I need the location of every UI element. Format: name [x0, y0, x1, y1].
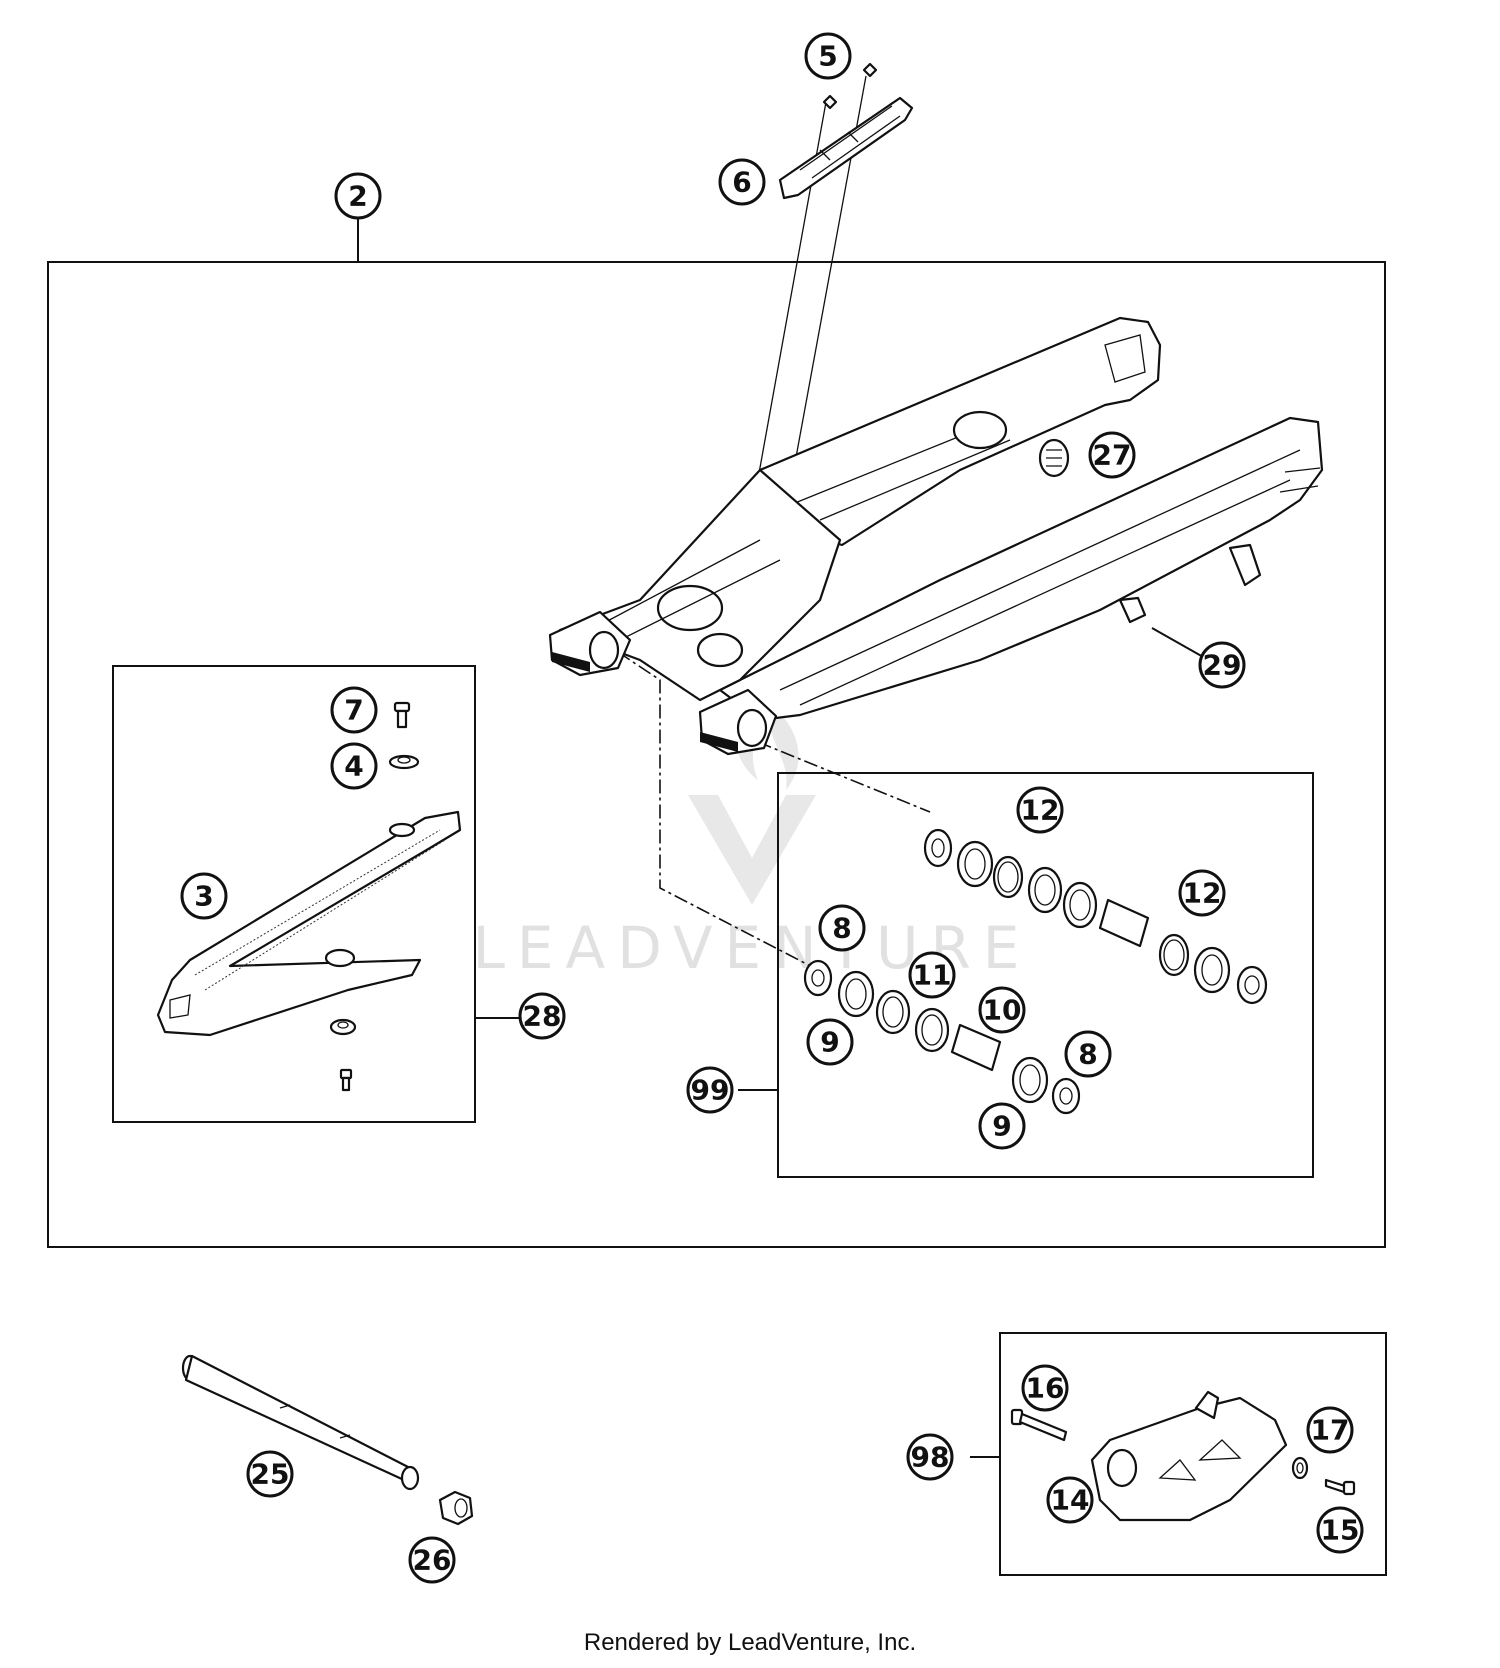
callout-14[interactable]: 14	[1046, 1476, 1094, 1524]
screw-15-part	[1324, 1478, 1356, 1496]
svg-text:16: 16	[1026, 1372, 1065, 1405]
svg-text:8: 8	[1078, 1038, 1097, 1071]
callout-8a[interactable]: 8	[818, 904, 866, 952]
svg-text:2: 2	[348, 180, 367, 213]
pivot-shaft-part	[181, 1354, 420, 1491]
callout-6[interactable]: 6	[718, 158, 766, 206]
callout-9a[interactable]: 9	[806, 1018, 854, 1066]
callout-98[interactable]: 98	[906, 1433, 954, 1481]
callout-17[interactable]: 17	[1306, 1406, 1354, 1454]
callout-12b[interactable]: 12	[1178, 869, 1226, 917]
svg-text:8: 8	[832, 912, 851, 945]
svg-text:7: 7	[344, 694, 363, 727]
callout-2[interactable]: 2	[334, 172, 382, 220]
svg-text:99: 99	[691, 1074, 730, 1107]
screw-16-part	[1010, 1408, 1068, 1442]
callout-29[interactable]: 29	[1198, 641, 1246, 689]
svg-text:9: 9	[820, 1026, 839, 1059]
watermark-v-logo-icon	[688, 795, 816, 905]
svg-text:17: 17	[1311, 1414, 1350, 1447]
svg-text:98: 98	[911, 1441, 950, 1474]
washer-17-part	[1291, 1456, 1309, 1480]
chain-guide-kit-frame	[999, 1332, 1387, 1576]
svg-text:3: 3	[194, 880, 213, 913]
svg-text:28: 28	[523, 1000, 562, 1033]
callout-4[interactable]: 4	[330, 742, 378, 790]
callout-27[interactable]: 27	[1088, 431, 1136, 479]
bearing-row-upper	[923, 828, 1268, 1005]
svg-text:15: 15	[1321, 1514, 1360, 1547]
callout-10[interactable]: 10	[978, 986, 1026, 1034]
chain-slider-kit-frame	[112, 665, 476, 1123]
callout-16[interactable]: 16	[1021, 1364, 1069, 1412]
svg-text:14: 14	[1051, 1484, 1090, 1517]
svg-text:25: 25	[251, 1458, 290, 1491]
svg-text:6: 6	[732, 166, 751, 199]
callouts: 2 5 6 27 29 7 4 3 28 12 12 8 11 10 9 8 9…	[180, 32, 1364, 1584]
callout-3[interactable]: 3	[180, 872, 228, 920]
chain-slider-upper-part	[778, 62, 914, 200]
svg-text:12: 12	[1021, 794, 1060, 827]
callout-7[interactable]: 7	[330, 686, 378, 734]
bearing-row-lower	[803, 959, 1081, 1115]
nut-26-part	[438, 1490, 474, 1526]
svg-text:27: 27	[1093, 439, 1132, 472]
lower-screw-part	[339, 1068, 353, 1092]
callout-28[interactable]: 28	[518, 992, 566, 1040]
callout-99[interactable]: 99	[686, 1066, 734, 1114]
svg-text:26: 26	[413, 1544, 452, 1577]
callout-9b[interactable]: 9	[978, 1102, 1026, 1150]
callout-26[interactable]: 26	[408, 1536, 456, 1584]
svg-text:29: 29	[1203, 649, 1242, 682]
callout-8b[interactable]: 8	[1064, 1030, 1112, 1078]
svg-text:9: 9	[992, 1110, 1011, 1143]
grommet-27-part	[1038, 438, 1070, 478]
screw-7-part	[393, 701, 411, 729]
credit-text: Rendered by LeadVenture, Inc.	[584, 1629, 916, 1656]
svg-text:5: 5	[818, 40, 837, 73]
chain-sliding-guard-part	[156, 810, 462, 1037]
swingarm-assembly-frame	[47, 261, 1386, 1248]
callout-12a[interactable]: 12	[1016, 786, 1064, 834]
svg-text:10: 10	[983, 994, 1022, 1027]
svg-text:4: 4	[344, 750, 363, 783]
callout-5[interactable]: 5	[804, 32, 852, 80]
lower-collar-part	[329, 1018, 357, 1036]
svg-text:12: 12	[1183, 877, 1222, 910]
swingarm-part	[548, 316, 1324, 756]
callout-15[interactable]: 15	[1316, 1506, 1364, 1554]
bearing-kit-frame	[777, 772, 1314, 1178]
svg-text:11: 11	[913, 959, 952, 992]
callout-11[interactable]: 11	[908, 951, 956, 999]
collar-4-part	[388, 754, 420, 770]
callout-25[interactable]: 25	[246, 1450, 294, 1498]
chain-guide-14-part	[1090, 1390, 1288, 1522]
